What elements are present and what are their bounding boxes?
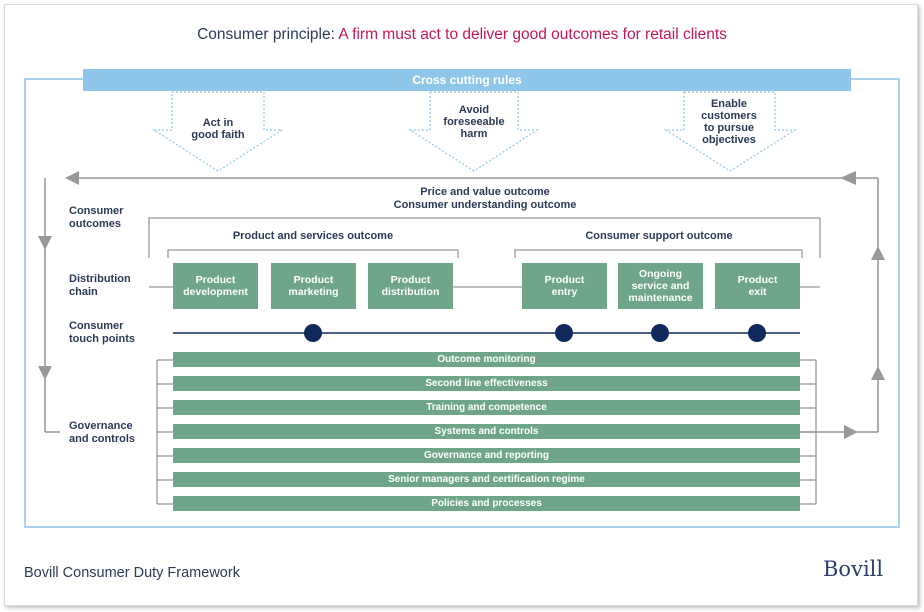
touch-point-entry	[555, 324, 573, 342]
touch-point-marketing	[304, 324, 322, 342]
box-line: Product	[544, 274, 585, 286]
rule-line: foreseeable	[443, 116, 505, 128]
box-line: Product	[293, 274, 334, 286]
row-label-line: Distribution	[69, 273, 131, 285]
down-arrow-enable-customers	[663, 91, 798, 172]
outcome-products-services: Product and services outcome	[232, 230, 394, 242]
row-label-line: outcomes	[69, 218, 121, 230]
box-line: Product	[737, 274, 778, 286]
arrow-right-systems	[844, 425, 858, 439]
footer-caption: Bovill Consumer Duty Framework	[24, 565, 240, 581]
gov-senior-managers: Senior managers and certification regime	[173, 472, 800, 487]
outcome-consumer-support: Consumer support outcome	[585, 230, 733, 242]
page-title: Consumer principle: A firm must act to d…	[0, 26, 924, 44]
box-line: Product	[390, 274, 431, 286]
touch-point-exit	[748, 324, 766, 342]
row-label-line: Governance	[69, 420, 133, 432]
rule-line: Avoid	[458, 104, 490, 116]
box-line: service and	[631, 280, 690, 292]
cross-cutting-rules-bar: Cross cutting rules	[83, 69, 851, 91]
arrow-up-right-2	[871, 366, 885, 380]
gov-second-line-effectiveness: Second line effectiveness	[173, 376, 800, 391]
down-arrow-avoid-harm	[407, 91, 540, 172]
outcome-price-value: Price and value outcome	[420, 186, 550, 198]
row-label-distribution-chain: Distribution chain	[69, 273, 131, 299]
title-prefix: Consumer principle:	[197, 26, 335, 43]
gov-outcome-monitoring: Outcome monitoring	[173, 352, 800, 367]
gov-training-competence: Training and competence	[173, 400, 800, 415]
outcomes-top-header: Price and value outcome Consumer underst…	[330, 186, 640, 212]
touch-point-ongoing	[651, 324, 669, 342]
gov-governance-reporting: Governance and reporting	[173, 448, 800, 463]
row-label-consumer-outcomes: Consumer outcomes	[69, 205, 123, 231]
gov-systems-controls: Systems and controls	[173, 424, 800, 439]
row-label-line: touch points	[69, 333, 135, 345]
rule-avoid-harm: Avoid foreseeable harm	[424, 104, 524, 140]
arrow-left-top	[65, 171, 79, 185]
rule-line: good faith	[191, 129, 245, 141]
rule-line: Act in	[202, 117, 234, 129]
box-line: maintenance	[628, 292, 693, 304]
arrow-from-right-top	[840, 171, 856, 185]
row-label-governance: Governance and controls	[69, 420, 135, 446]
row-label-touch-points: Consumer touch points	[69, 320, 135, 346]
row-label-line: and controls	[69, 433, 136, 445]
box-line: Product	[195, 274, 236, 286]
row-label-line: Consumer	[69, 205, 124, 217]
rule-enable-customers: Enable customers to pursue objectives	[679, 98, 779, 146]
arrow-down-left-1	[38, 236, 52, 250]
rule-line: Enable	[710, 98, 748, 110]
bovill-logo: Bovill	[823, 557, 884, 581]
box-line: exit	[748, 286, 767, 298]
rule-line: objectives	[702, 134, 756, 146]
arrow-up-right-1	[871, 246, 885, 260]
box-line: Ongoing	[638, 268, 683, 280]
rule-line: to pursue	[703, 122, 755, 134]
box-line: entry	[551, 286, 578, 298]
box-line: marketing	[288, 286, 339, 298]
rule-line: customers	[701, 110, 757, 122]
rule-line: harm	[460, 128, 488, 140]
outcome-consumer-understanding: Consumer understanding outcome	[393, 199, 577, 211]
row-label-line: Consumer	[69, 320, 124, 332]
row-label-line: chain	[69, 286, 98, 298]
gov-policies-processes: Policies and processes	[173, 496, 800, 511]
box-line: distribution	[381, 286, 440, 298]
arrow-down-left-2	[38, 366, 52, 380]
title-accent: A firm must act to deliver good outcomes…	[338, 26, 727, 43]
rule-good-faith: Act in good faith	[168, 117, 268, 141]
box-line: development	[183, 286, 248, 298]
